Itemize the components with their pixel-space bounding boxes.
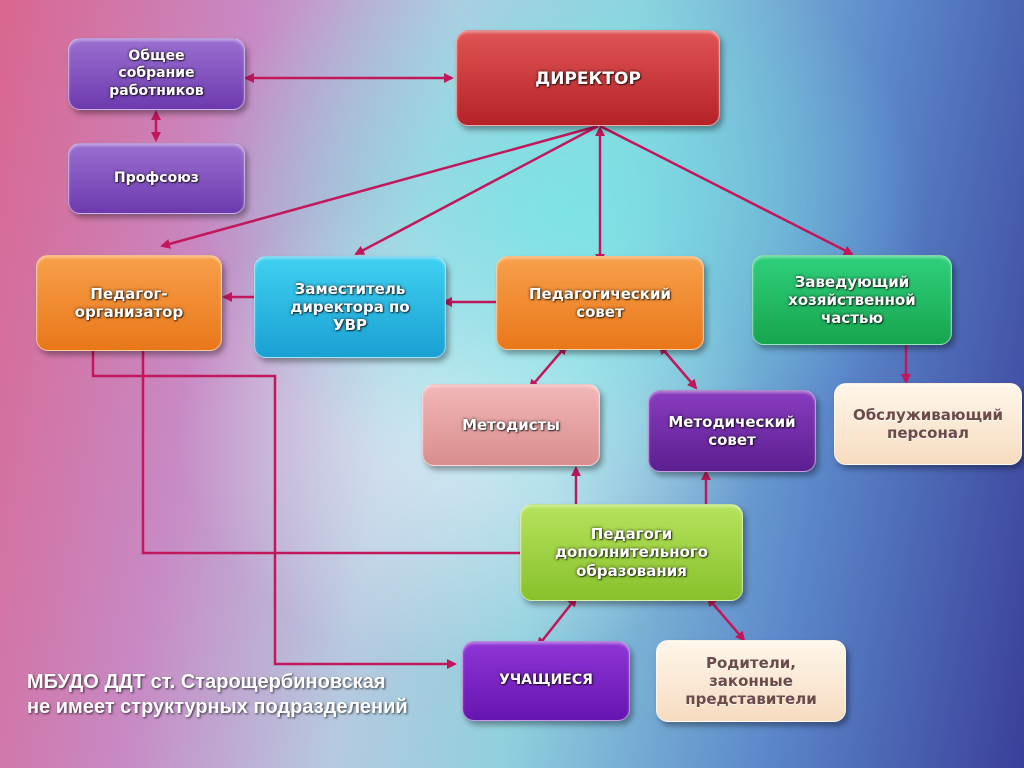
node-supply-head: Заведующий хозяйственной частью (752, 255, 952, 345)
node-general-meeting: Общее собрание работников (68, 38, 245, 110)
node-director: ДИРЕКТОР (456, 30, 720, 126)
node-methodists: Методисты (422, 384, 600, 466)
node-students: УЧАЩИЕСЯ (462, 641, 630, 721)
caption: МБУДО ДДТ ст. Старощербиновская не имеет… (27, 670, 408, 720)
edge-organizer-students (91, 344, 457, 669)
caption-line-1: МБУДО ДДТ ст. Старощербиновская (27, 671, 386, 693)
node-council: Педагогический совет (496, 256, 704, 350)
edge-teachers-parents (706, 596, 746, 642)
node-deputy: Заместитель директора по УВР (254, 256, 446, 358)
edge-director-deputy (354, 124, 599, 256)
edge-director-organizer (160, 124, 599, 249)
node-service-staff: Обслуживающий персонал (834, 383, 1022, 465)
node-parents: Родители, законные представители (656, 640, 846, 722)
edge-organizer-teachers (141, 350, 536, 558)
node-method-council: Методический совет (648, 390, 816, 472)
node-trade-union: Профсоюз (68, 143, 245, 214)
node-teachers: Педагоги дополнительного образования (520, 504, 743, 601)
edge-director-supply (599, 124, 854, 256)
node-organizer: Педагог-организатор (36, 255, 222, 351)
caption-line-2: не имеет структурных подразделений (27, 696, 408, 718)
edge-council-methodists (528, 344, 568, 390)
edge-council-method-council (658, 344, 698, 390)
edge-teachers-students (536, 596, 578, 648)
